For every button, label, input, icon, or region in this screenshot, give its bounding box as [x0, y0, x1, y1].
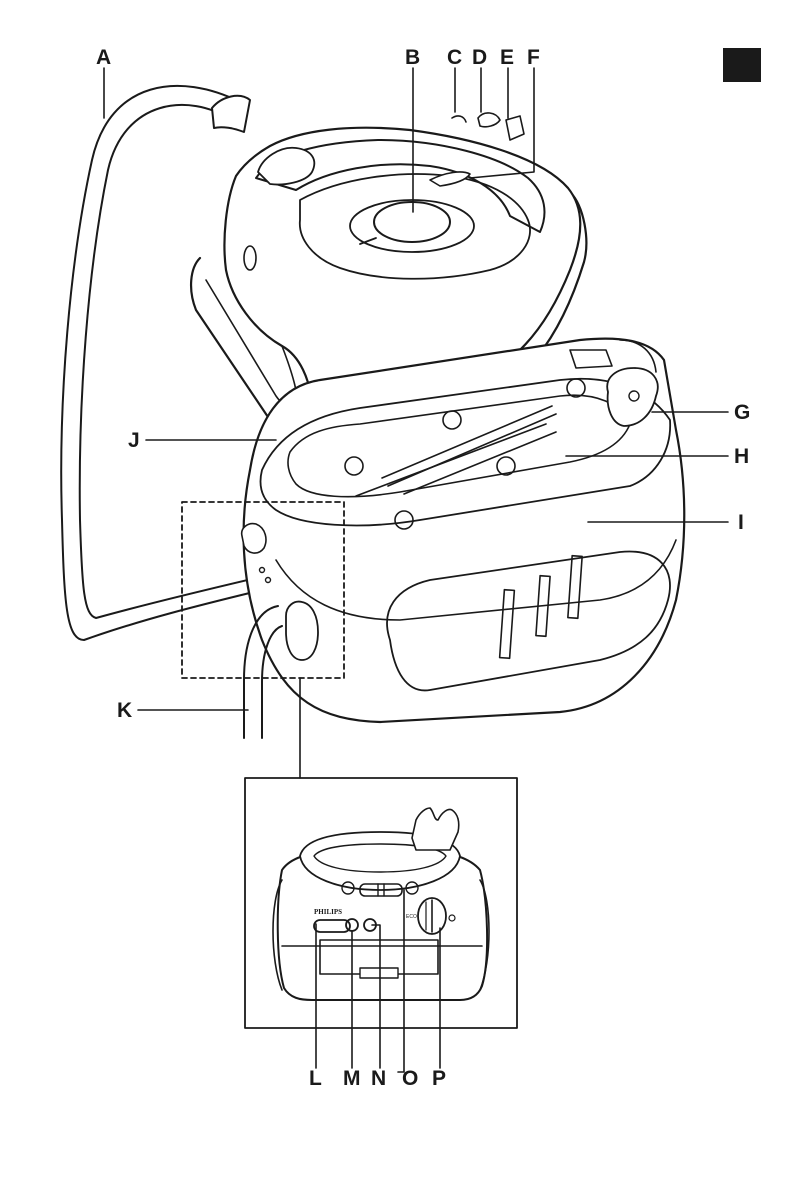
label-m: M	[343, 1068, 361, 1089]
brand-text: PHILIPS	[314, 908, 342, 916]
label-i: I	[738, 512, 744, 533]
detail-control-panel	[273, 808, 489, 1000]
steam-generator	[242, 339, 685, 722]
label-c: C	[447, 47, 463, 68]
label-k: K	[117, 700, 133, 721]
label-a: A	[96, 47, 112, 68]
label-p: P	[432, 1068, 447, 1089]
label-o: O	[402, 1068, 419, 1089]
label-l: L	[309, 1068, 322, 1089]
language-badge	[723, 48, 761, 82]
label-n: N	[371, 1068, 387, 1089]
label-b: B	[405, 47, 421, 68]
label-h: H	[734, 446, 750, 467]
label-d: D	[472, 47, 488, 68]
label-e: E	[500, 47, 515, 68]
label-f: F	[527, 47, 540, 68]
label-j: J	[128, 430, 140, 451]
eco-text: ECO	[406, 914, 417, 920]
label-g: G	[734, 402, 751, 423]
